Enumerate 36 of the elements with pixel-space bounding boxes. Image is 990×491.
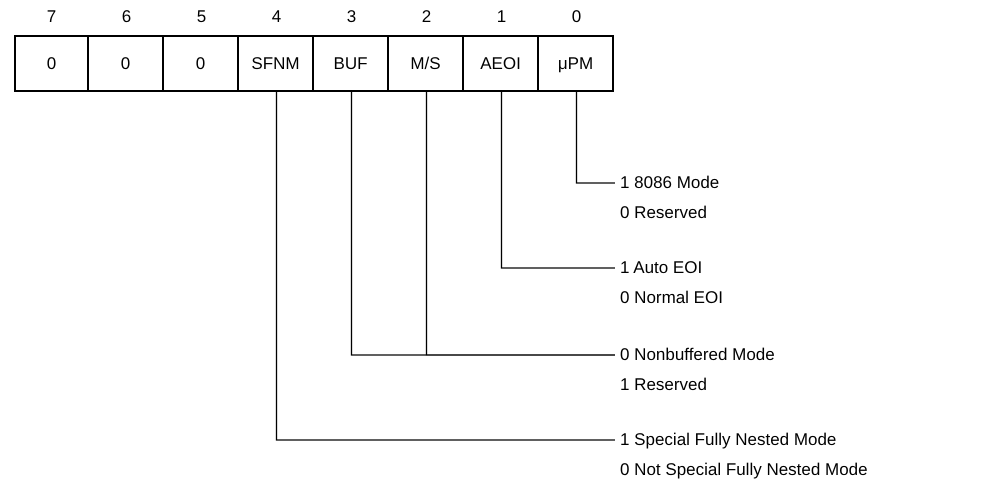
register-bit-cell [237,35,314,92]
option-text: 1 Reserved [620,374,708,396]
leader-line [276,92,615,441]
bit-number: 2 [420,8,432,25]
option-text: 0 Normal EOI [620,287,723,310]
bit-field-name: SFNM [251,52,300,75]
register-bit-cell [14,35,89,92]
bit-number: 6 [120,8,132,25]
leader-line [426,92,615,356]
bit-number: 3 [346,8,358,25]
bit-number: 5 [196,8,208,25]
option-text: 0 Nonbuffered Mode [620,344,775,366]
option-text: 0 Reserved [620,202,708,224]
register-bit-cell [387,35,464,92]
register-bit-cell [162,35,239,92]
option-text: 1 Auto EOI [620,257,704,280]
bit-field-name: 0 [46,52,56,75]
register-bit-cell [462,35,539,92]
bit-field-name: M/S [410,52,441,75]
bit-field-name: 0 [120,52,130,75]
leader-line [500,92,615,269]
register-bit-cell [87,35,164,92]
bit-field-name: AEOI [480,52,521,75]
bit-number: 0 [570,8,582,25]
register-bit-cell [312,35,389,92]
option-text: 1 8086 Mode [620,172,720,194]
bit-field-name: μPM [558,52,594,75]
bit-field-name: BUF [334,52,368,75]
leader-line [576,92,615,184]
bit-number: 1 [496,8,508,25]
register-bit-cell [537,35,614,92]
bit-number: 4 [270,8,282,25]
bit-field-name: 0 [196,52,206,75]
bit-number: 7 [46,8,58,25]
option-text: 0 Not Special Fully Nested Mode [620,459,868,482]
option-text: 1 Special Fully Nested Mode [620,429,838,452]
